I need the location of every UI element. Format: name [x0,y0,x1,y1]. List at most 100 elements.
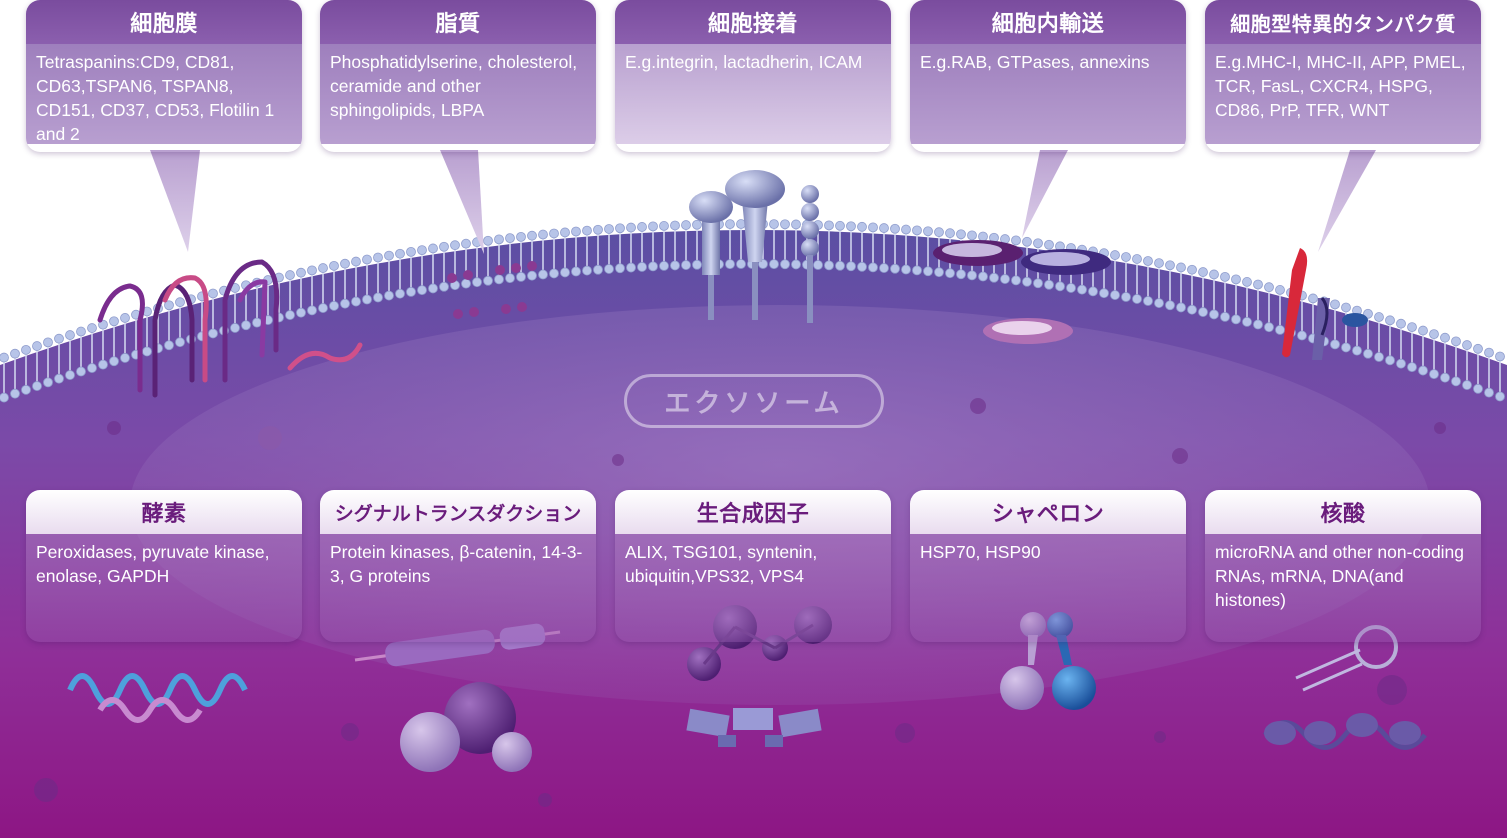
lipid-head [615,223,625,234]
lipid-head [384,250,394,261]
lipid-head [1165,300,1175,311]
lipid-head [835,260,845,271]
lipid-head [1462,340,1472,350]
box-nucleic-acids: 核酸 microRNA and other non-coding RNAs, m… [1205,490,1481,642]
lipid-head [780,259,790,270]
box-enzymes: 酵素 Peroxidases, pyruvate kinase, enolase… [26,490,302,642]
lipid-head [461,278,471,289]
lipid-head [538,269,548,280]
lipid-head [373,292,383,303]
lipid-head [1121,252,1131,262]
lipid-head [1143,296,1153,306]
lipid-head [1396,358,1406,369]
lipid-head [450,240,460,251]
box-text: E.g.RAB, GTPases, annexins [910,44,1186,144]
lipid-head [483,235,493,246]
lipid-head [615,263,625,274]
lipid-head [1132,254,1142,264]
lipid-head [725,219,735,230]
lipid-head [978,271,988,282]
lipid-head [1484,387,1494,398]
box-title: 酵素 [26,490,302,534]
lipid-head [769,219,779,229]
lipid-head [1308,293,1318,304]
lipid-head [351,256,361,267]
lipid-head [967,270,977,281]
lipid-head [417,245,427,256]
lipid-head [1451,336,1461,347]
lipid-head [670,260,680,271]
box-cell-specific-proteins: 細胞型特異的タンパク質 E.g.MHC-I, MHC-II, APP, PMEL… [1205,0,1481,152]
box-text: Tetraspanins:CD9, CD81, CD63,TSPAN6, TSP… [26,44,302,144]
lipid-head [1418,365,1428,376]
lipid-head [439,241,449,252]
lipid-head [835,220,845,231]
lipid-head [505,273,515,283]
lipid-head [494,234,504,245]
lipid-head [43,337,53,348]
lipid-head [406,246,416,257]
lipid-head [736,259,746,269]
lipid-head [527,230,537,241]
box-title: 細胞接着 [615,0,891,44]
lipid-head [142,346,152,357]
box-title: 生合成因子 [615,490,891,534]
lipid-head [1044,279,1054,290]
lipid-head [813,260,823,270]
lipid-head [87,363,97,373]
lipid-head [175,337,185,348]
lipid-head [681,260,691,270]
lipid-head [1242,317,1252,327]
lipid-head [582,265,592,276]
lipid-head [285,310,295,320]
lipid-head [230,323,240,333]
lipid-head [1231,314,1241,325]
lipid-head [1330,339,1340,350]
lipid-head [1077,284,1087,295]
lipid-head [10,388,20,399]
lipid-head [1011,275,1021,286]
lipid-head [208,288,218,299]
lipid-head [890,223,900,234]
lipid-head [296,307,306,318]
lipid-head [54,373,64,384]
lipid-head [780,219,790,230]
lipid-head [1396,318,1406,329]
lipid-head [560,267,570,278]
lipid-head [1407,322,1417,333]
lipid-head [21,384,31,395]
lipid-head [1440,372,1450,383]
lipid-head [417,285,427,296]
lipid-head [351,296,361,307]
lipid-head [670,220,680,231]
lipid-head [1110,290,1120,300]
lipid-head [1242,277,1252,287]
lipid-head [1341,302,1351,313]
lipid-head [307,265,317,276]
lipid-head [1000,274,1010,284]
lipid-head [967,230,977,241]
enzyme-helix-illustration [67,673,248,723]
box-text: E.g.MHC-I, MHC-II, APP, PMEL, TCR, FasL,… [1205,44,1481,144]
lipid-head [1374,312,1384,322]
interior-dots [34,398,1446,807]
lipid-head [32,381,42,391]
lipid-head [1385,355,1395,366]
lipid-head [945,268,955,279]
lipid-head [1044,239,1054,250]
box-cell-adhesion: 細胞接着 E.g.integrin, lactadherin, ICAM [615,0,891,152]
lipid-head [890,263,900,274]
box-text: E.g.integrin, lactadherin, ICAM [615,44,891,144]
lipid-head [571,266,581,277]
lipid-head [439,281,449,292]
lipid-head [901,264,911,275]
lipid-head [329,260,339,271]
lipid-head [329,300,339,311]
box-title: 細胞膜 [26,0,302,44]
lipid-head [428,283,438,294]
lipid-head [1066,283,1076,293]
lipid-head [593,264,603,275]
callout-pointer-cell-specific [1318,150,1376,252]
lipid-head [846,261,856,272]
lipid-head [846,221,856,232]
